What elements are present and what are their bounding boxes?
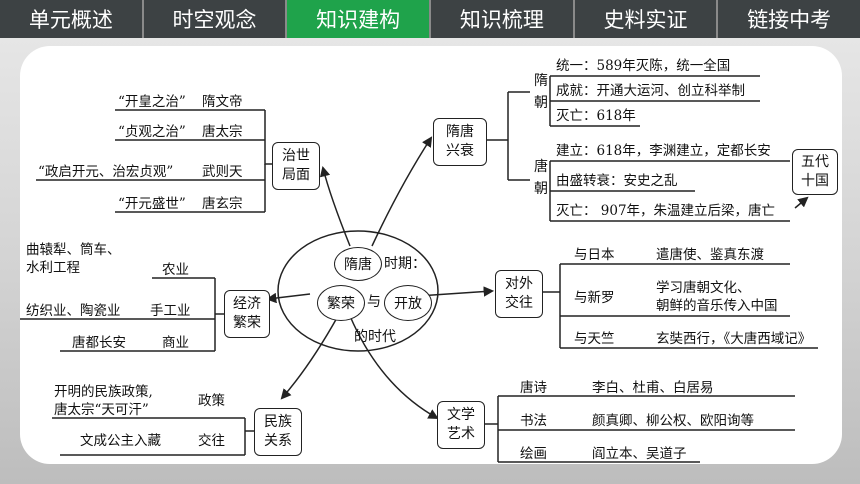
tang-item-1: 建立：618年，李渊建立，定都长安 bbox=[556, 143, 771, 159]
node-zhishi-label: 治世局面 bbox=[282, 148, 310, 183]
node-duiwai-jiaowang: 对外交往 bbox=[495, 270, 543, 318]
tab-historical-evidence[interactable]: 史料实证 bbox=[575, 0, 719, 38]
node-wudai-shiguo: 五代十国 bbox=[792, 149, 838, 195]
node-wudai-label: 五代十国 bbox=[801, 154, 829, 189]
tang-dynasty-label: 唐朝 bbox=[534, 159, 548, 197]
wenxue-field-1: 唐诗 bbox=[520, 380, 547, 396]
sui-item-3: 灭亡：618年 bbox=[556, 108, 636, 124]
mind-map-lines bbox=[20, 75, 818, 463]
tab-knowledge-review[interactable]: 知识梳理 bbox=[431, 0, 575, 38]
center-ellipse bbox=[277, 230, 439, 352]
arrow-to-suitang bbox=[371, 136, 433, 247]
node-jingji-fanrong: 经济繁荣 bbox=[224, 290, 270, 338]
center-label-yu: 与 bbox=[367, 294, 381, 310]
tab-bar: 单元概述 时空观念 知识建构 知识梳理 史料实证 链接中考 bbox=[0, 0, 860, 38]
duiwai-detail-3: 玄奘西行，《大唐西域记》 bbox=[656, 331, 812, 347]
zhishi-quote-2: “贞观之治” bbox=[118, 124, 186, 140]
center-node-kaifang: 开放 bbox=[384, 285, 432, 321]
duiwai-detail-1: 遣唐使、鉴真东渡 bbox=[656, 247, 764, 263]
tab-knowledge-construction[interactable]: 知识建构 bbox=[287, 0, 432, 38]
duiwai-country-1: 与日本 bbox=[574, 247, 615, 263]
center-node-suitang: 隋唐 bbox=[334, 247, 382, 281]
node-zhishi-jumian: 治世局面 bbox=[272, 142, 320, 190]
node-minzu-guanxi: 民族关系 bbox=[254, 408, 302, 456]
tab-unit-overview[interactable]: 单元概述 bbox=[0, 0, 144, 38]
minzu-policy-detail-2: 唐太宗“天可汗” bbox=[54, 402, 149, 418]
zhishi-ruler-3: 武则天 bbox=[202, 164, 243, 180]
mind-map-card: 隋唐 时期： 繁荣 与 开放 的时代 治世局面 “开皇之治” 隋文帝 “贞观之治… bbox=[20, 46, 842, 464]
zhishi-ruler-1: 隋文帝 bbox=[202, 94, 243, 110]
wenxue-names-1: 李白、杜甫、白居易 bbox=[592, 380, 714, 396]
arrow-to-zhishi bbox=[319, 165, 351, 247]
minzu-marriage: 交往 bbox=[198, 433, 225, 449]
wenxue-names-2: 颜真卿、柳公权、欧阳询等 bbox=[592, 413, 754, 429]
sui-dynasty-label: 隋朝 bbox=[534, 73, 548, 111]
jingji-nongye-detail-2: 水利工程 bbox=[26, 260, 80, 276]
node-suitang-label: 隋唐兴衰 bbox=[446, 124, 474, 159]
jingji-shougongye: 手工业 bbox=[150, 303, 191, 319]
node-wenxue-yishu: 文学艺术 bbox=[437, 401, 485, 449]
wenxue-names-3: 阎立本、吴道子 bbox=[592, 446, 687, 462]
minzu-policy-detail-1: 开明的民族政策, bbox=[54, 384, 153, 400]
jingji-shangye: 商业 bbox=[162, 335, 189, 351]
node-wenxue-label: 文学艺术 bbox=[447, 407, 475, 442]
zhishi-ruler-2: 唐太宗 bbox=[202, 124, 243, 140]
wenxue-field-2: 书法 bbox=[520, 413, 547, 429]
center-label-shiqi: 时期： bbox=[384, 256, 426, 272]
jingji-nongye: 农业 bbox=[162, 262, 189, 278]
jingji-shangye-detail: 唐都长安 bbox=[72, 335, 126, 351]
node-minzu-label: 民族关系 bbox=[264, 414, 292, 449]
zhishi-quote-4: “开元盛世” bbox=[118, 196, 186, 212]
duiwai-country-2: 与新罗 bbox=[574, 290, 615, 306]
duiwai-country-3: 与天竺 bbox=[574, 331, 615, 347]
jingji-nongye-detail-1: 曲辕犁、筒车、 bbox=[26, 242, 121, 258]
minzu-policy: 政策 bbox=[198, 393, 225, 409]
tab-exam-link[interactable]: 链接中考 bbox=[747, 8, 832, 32]
arrow-to-duiwai bbox=[417, 286, 495, 297]
node-suitang-xingshuai: 隋唐兴衰 bbox=[433, 118, 487, 166]
arrow-to-wenxue bbox=[349, 315, 439, 420]
minzu-marriage-detail: 文成公主入藏 bbox=[80, 433, 161, 449]
zhishi-ruler-4: 唐玄宗 bbox=[202, 196, 243, 212]
node-duiwai-label: 对外交往 bbox=[505, 276, 533, 311]
arrow-to-jingji bbox=[265, 292, 311, 304]
center-label-shidai: 的时代 bbox=[354, 329, 396, 345]
sui-item-2: 成就：开通大运河、创立科举制 bbox=[556, 83, 745, 99]
sui-item-1: 统一：589年灭陈，统一全国 bbox=[556, 58, 731, 74]
arrow-to-wudai bbox=[794, 196, 809, 209]
arrow-to-minzu bbox=[280, 315, 339, 400]
node-jingji-label: 经济繁荣 bbox=[233, 296, 261, 331]
wenxue-field-3: 绘画 bbox=[520, 446, 547, 462]
tang-item-2: 由盛转衰：安史之乱 bbox=[556, 173, 678, 189]
duiwai-detail-2a: 学习唐朝文化、 bbox=[656, 280, 751, 296]
tang-item-3: 灭亡： 907年，朱温建立后梁，唐亡 bbox=[556, 203, 776, 219]
zhishi-quote-3: “政启开元、治宏贞观” bbox=[38, 164, 174, 180]
tab-time-space[interactable]: 时空观念 bbox=[144, 0, 288, 38]
center-node-fanrong: 繁荣 bbox=[317, 285, 365, 321]
zhishi-quote-1: “开皇之治” bbox=[118, 94, 186, 110]
duiwai-detail-2b: 朝鲜的音乐传入中国 bbox=[656, 298, 778, 314]
jingji-shougongye-detail: 纺织业、陶瓷业 bbox=[26, 303, 121, 319]
